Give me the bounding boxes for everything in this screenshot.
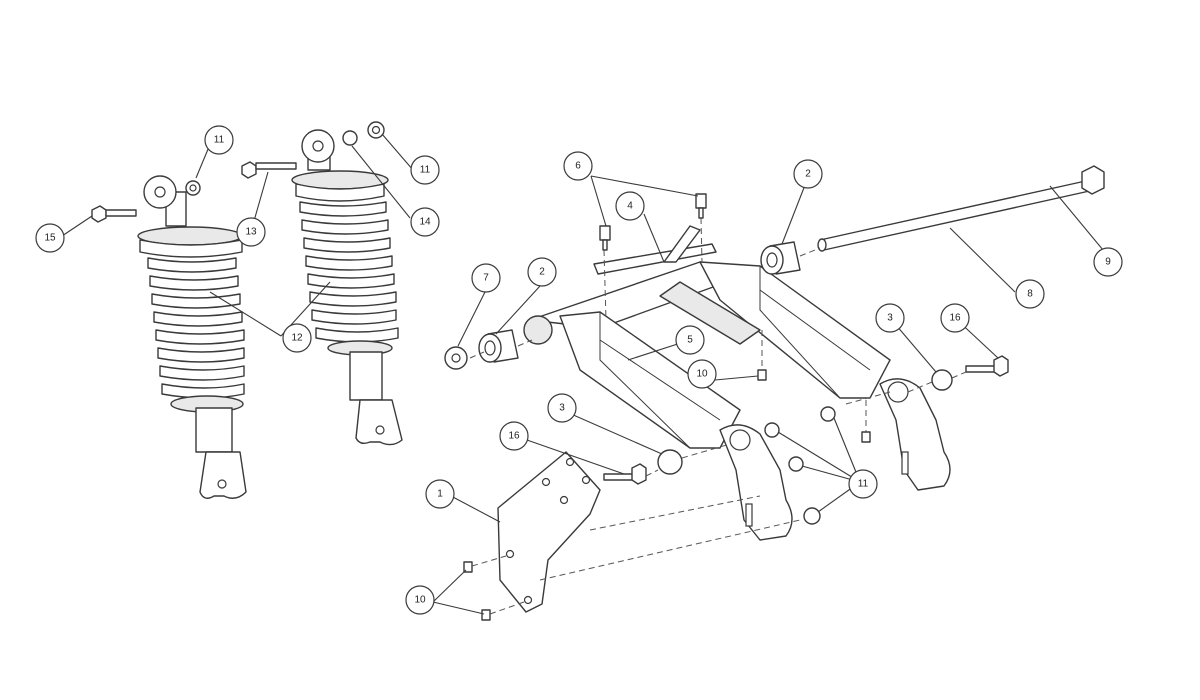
callout-9: 9	[1093, 247, 1123, 277]
callout-label: 11	[214, 135, 225, 146]
plate-1	[497, 451, 601, 613]
callout-11-swingarm: 11	[848, 469, 878, 499]
callout-11-left-shock: 11	[204, 125, 234, 155]
callout-label: 10	[696, 369, 708, 380]
nut-7	[444, 346, 468, 370]
bolt-13	[241, 161, 297, 179]
callout-6: 6	[563, 151, 593, 181]
assembly-lines	[469, 217, 967, 615]
axle-8	[817, 165, 1105, 252]
callout-label: 16	[508, 431, 520, 442]
bolt-10-rear	[861, 431, 871, 443]
bolt-16-right	[965, 355, 1009, 377]
callout-8: 8	[1015, 279, 1045, 309]
callout-14: 14	[410, 207, 440, 237]
bolt-16-left	[603, 463, 647, 485]
callout-label: 13	[245, 227, 257, 238]
callout-16-right: 16	[940, 303, 970, 333]
bolt-6-left	[599, 225, 611, 251]
bolt-6-right	[695, 193, 707, 219]
bracket-4	[593, 225, 717, 275]
nut-11-a	[764, 422, 780, 438]
swingarm	[523, 261, 951, 541]
callout-label: 2	[539, 267, 545, 278]
callout-label: 6	[575, 161, 581, 172]
callout-4: 4	[615, 191, 645, 221]
bushing-2-right	[760, 241, 801, 275]
callout-13: 13	[236, 217, 266, 247]
shock-absorber-right	[291, 129, 403, 446]
callout-label: 5	[687, 335, 693, 346]
callout-3-left: 3	[547, 393, 577, 423]
callout-label: 12	[291, 333, 303, 344]
callout-label: 11	[420, 165, 431, 176]
callout-2-right: 2	[793, 159, 823, 189]
callout-label: 3	[559, 403, 565, 414]
callout-label: 2	[805, 169, 811, 180]
callout-1: 1	[425, 479, 455, 509]
callout-16-left: 16	[499, 421, 529, 451]
nut-11-right-shock	[367, 121, 385, 139]
callout-15: 15	[35, 223, 65, 253]
callout-10-center: 10	[687, 359, 717, 389]
callout-7: 7	[471, 263, 501, 293]
bolt-15	[91, 205, 137, 223]
callout-label: 8	[1027, 289, 1033, 300]
callout-label: 7	[483, 273, 489, 284]
callout-label: 15	[44, 233, 56, 244]
bushing-3-left	[657, 449, 683, 475]
nut-11-c	[788, 456, 804, 472]
callout-label: 11	[858, 479, 869, 490]
callout-label: 1	[437, 489, 443, 500]
bushing-3-right	[931, 369, 953, 391]
nut-11-b	[820, 406, 836, 422]
nut-11-d	[803, 507, 821, 525]
callout-label: 10	[414, 595, 426, 606]
spacer-14	[342, 130, 358, 146]
callout-label: 9	[1105, 257, 1111, 268]
callout-label: 3	[887, 313, 893, 324]
callout-label: 16	[949, 313, 961, 324]
bolt-10-plate-upper	[463, 561, 473, 573]
callout-label: 4	[627, 201, 633, 212]
callout-5: 5	[675, 325, 705, 355]
callout-11-right-shock: 11	[410, 155, 440, 185]
callout-2-left: 2	[527, 257, 557, 287]
callout-10-plate: 10	[405, 585, 435, 615]
bolt-10-center	[757, 369, 767, 381]
bushing-2-left	[478, 329, 519, 363]
callout-label: 14	[419, 217, 431, 228]
shock-absorber-left	[137, 175, 247, 499]
callout-12: 12	[282, 323, 312, 353]
bolt-10-plate-lower	[481, 609, 491, 621]
nut-11-left-shock	[185, 180, 201, 196]
callout-3-right: 3	[875, 303, 905, 333]
